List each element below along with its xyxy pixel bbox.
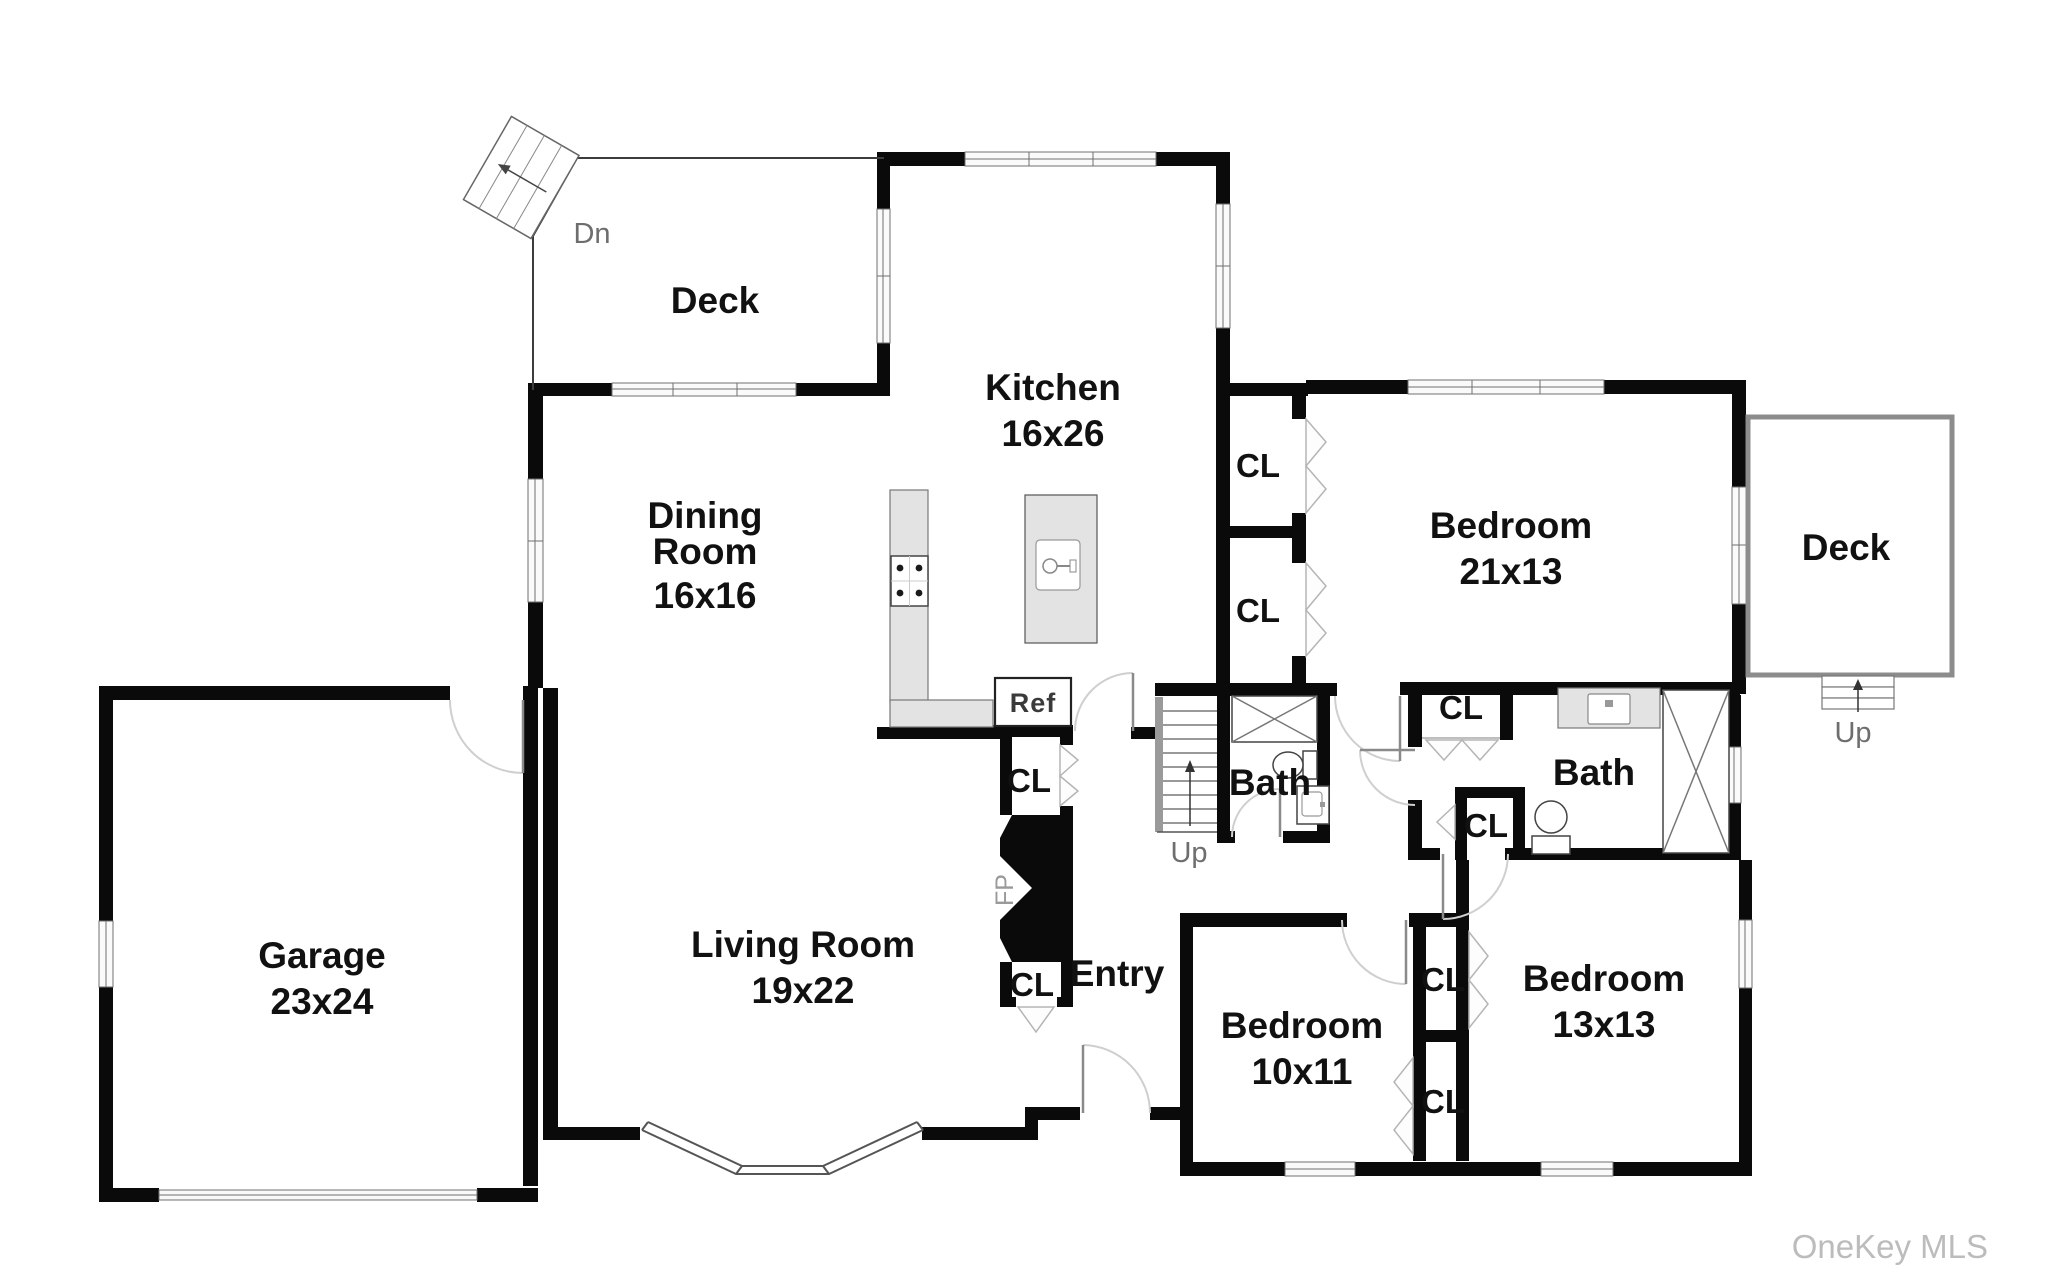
room-labels: Deck Kitchen 16x26 Dining Room 16x16 Liv… [258,280,1890,1092]
room-dims-garage: 23x24 [271,981,374,1022]
watermark: OneKey MLS [1792,1228,1988,1265]
stairs-down-label: Dn [573,218,610,250]
deck-left-outline [532,157,884,390]
refrigerator-label: Ref [1010,688,1057,718]
room-label-bedroom13: Bedroom [1523,958,1685,999]
room-dims-dining: 16x16 [654,575,757,616]
room-label-dining-1: Dining [647,495,762,536]
toilet-right [1531,800,1571,855]
toilet-middle [1272,750,1318,780]
room-label-entry: Entry [1070,953,1165,994]
room-dims-bedroom10: 10x11 [1252,1051,1353,1092]
room-label-living: Living Room [691,924,915,965]
room-label-bath-middle: Bath [1229,762,1311,803]
windows [98,151,1753,1201]
walls [99,152,1752,1202]
room-dims-bedroom13: 13x13 [1553,1004,1656,1045]
room-dims-bedroom21: 21x13 [1460,551,1563,592]
sink-middle [1296,785,1330,825]
closet-doors [1016,416,1500,1157]
room-label-bedroom10: Bedroom [1221,1005,1383,1046]
closet-label-hall-ref: CL [1007,762,1051,799]
room-label-bath-right: Bath [1553,752,1635,793]
room-label-deck-left: Deck [671,280,760,321]
stove [890,555,929,607]
refrigerator: Ref [993,676,1073,728]
closet-label-below-fireplace: CL [1010,966,1054,1003]
room-label-deck-right: Deck [1802,527,1891,568]
closet-label-kitchen-bottom: CL [1236,592,1280,629]
closet-label-bedcol-top: CL [1421,961,1465,998]
deck-up-label: Up [1834,717,1871,749]
closet-label-hall-right: CL [1464,807,1508,844]
room-label-garage: Garage [258,935,386,976]
deck-right-structure: Up [1745,414,1955,749]
fireplace-label: FP [991,874,1019,906]
bay-window [641,1121,924,1175]
room-label-bedroom21: Bedroom [1430,505,1592,546]
room-label-dining-2: Room [653,531,758,572]
vanity-right [1557,687,1661,729]
closet-label-kitchen-top: CL [1236,447,1280,484]
stairs-down: Dn [462,115,611,250]
fireplace: FP [991,815,1073,962]
kitchen-island [1024,494,1098,644]
kitchen-counter [889,489,994,728]
shower-middle [1231,695,1318,743]
closet-label-bath-right-top: CL [1439,689,1483,726]
closet-label-bedcol-bottom: CL [1421,1083,1465,1120]
room-dims-living: 19x22 [752,970,855,1011]
room-dims-kitchen: 16x26 [1002,413,1105,454]
tub-right [1662,689,1730,854]
stairs-up-label: Up [1170,837,1207,869]
doors [449,672,1509,1114]
stairs-up: Up [1155,697,1217,869]
room-label-kitchen: Kitchen [985,367,1121,408]
closet-labels: CL CL CL CL CL CL CL CL [1007,447,1508,1120]
